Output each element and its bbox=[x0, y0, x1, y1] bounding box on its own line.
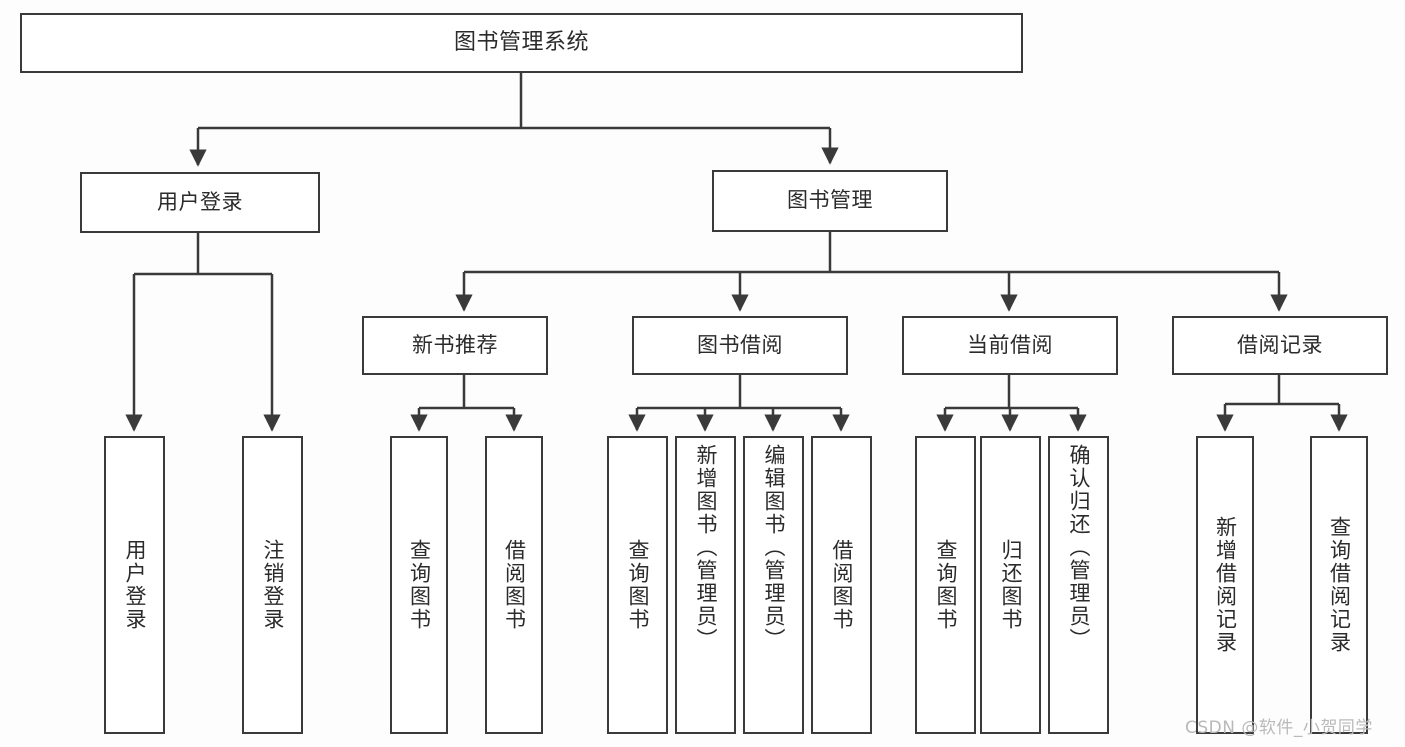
node-label: 新书推荐 bbox=[412, 332, 498, 357]
node-leaf-query-book-1[interactable]: 查询图书 bbox=[390, 436, 448, 734]
node-label: 新增图书（管理员） bbox=[694, 444, 718, 651]
node-label: 查询图书 bbox=[407, 539, 432, 631]
node-label: 查询借阅记录 bbox=[1327, 516, 1352, 654]
node-label: 图书管理 bbox=[787, 188, 873, 213]
node-label: 用户登录 bbox=[157, 189, 243, 214]
node-leaf-confirm-return[interactable]: 确认归还（管理员） bbox=[1048, 436, 1109, 734]
node-current-borrow[interactable]: 当前借阅 bbox=[902, 316, 1118, 375]
node-new-book-recommend[interactable]: 新书推荐 bbox=[362, 316, 548, 375]
node-label: 借阅图书 bbox=[830, 539, 854, 631]
node-label: 新增借阅记录 bbox=[1213, 516, 1238, 654]
node-label: 确认归还（管理员） bbox=[1067, 444, 1091, 651]
node-leaf-query-book-2[interactable]: 查询图书 bbox=[607, 436, 668, 734]
node-user-login[interactable]: 用户登录 bbox=[80, 172, 320, 233]
node-label: 注销登录 bbox=[261, 539, 285, 631]
node-leaf-query-book-3[interactable]: 查询图书 bbox=[915, 436, 976, 734]
node-label: 图书管理系统 bbox=[453, 29, 589, 55]
node-label: 借阅记录 bbox=[1237, 332, 1323, 357]
node-leaf-add-record[interactable]: 新增借阅记录 bbox=[1196, 436, 1254, 734]
node-leaf-borrow-book-1[interactable]: 借阅图书 bbox=[485, 436, 543, 734]
node-label: 当前借阅 bbox=[967, 332, 1053, 357]
node-leaf-edit-book[interactable]: 编辑图书（管理员） bbox=[743, 436, 804, 734]
node-label: 图书借阅 bbox=[697, 332, 783, 357]
node-label: 归还图书 bbox=[999, 539, 1023, 631]
csdn-watermark: CSDN @软件_小贺同学 bbox=[1185, 718, 1373, 738]
node-leaf-query-record[interactable]: 查询借阅记录 bbox=[1310, 436, 1368, 734]
node-book-management[interactable]: 图书管理 bbox=[712, 170, 948, 232]
node-label: 借阅图书 bbox=[502, 539, 527, 631]
node-leaf-user-login[interactable]: 用户登录 bbox=[104, 436, 165, 734]
node-borrow-record[interactable]: 借阅记录 bbox=[1172, 316, 1388, 375]
node-book-borrow[interactable]: 图书借阅 bbox=[632, 316, 848, 375]
node-root-book-management-system[interactable]: 图书管理系统 bbox=[20, 13, 1023, 73]
node-label: 查询图书 bbox=[934, 539, 958, 631]
node-leaf-return-book[interactable]: 归还图书 bbox=[980, 436, 1041, 734]
node-leaf-logout-login[interactable]: 注销登录 bbox=[242, 436, 303, 734]
node-leaf-borrow-book-2[interactable]: 借阅图书 bbox=[811, 436, 872, 734]
node-label: 编辑图书（管理员） bbox=[762, 444, 786, 651]
node-leaf-add-book[interactable]: 新增图书（管理员） bbox=[675, 436, 736, 734]
node-label: 查询图书 bbox=[626, 539, 650, 631]
node-label: 用户登录 bbox=[123, 539, 147, 631]
